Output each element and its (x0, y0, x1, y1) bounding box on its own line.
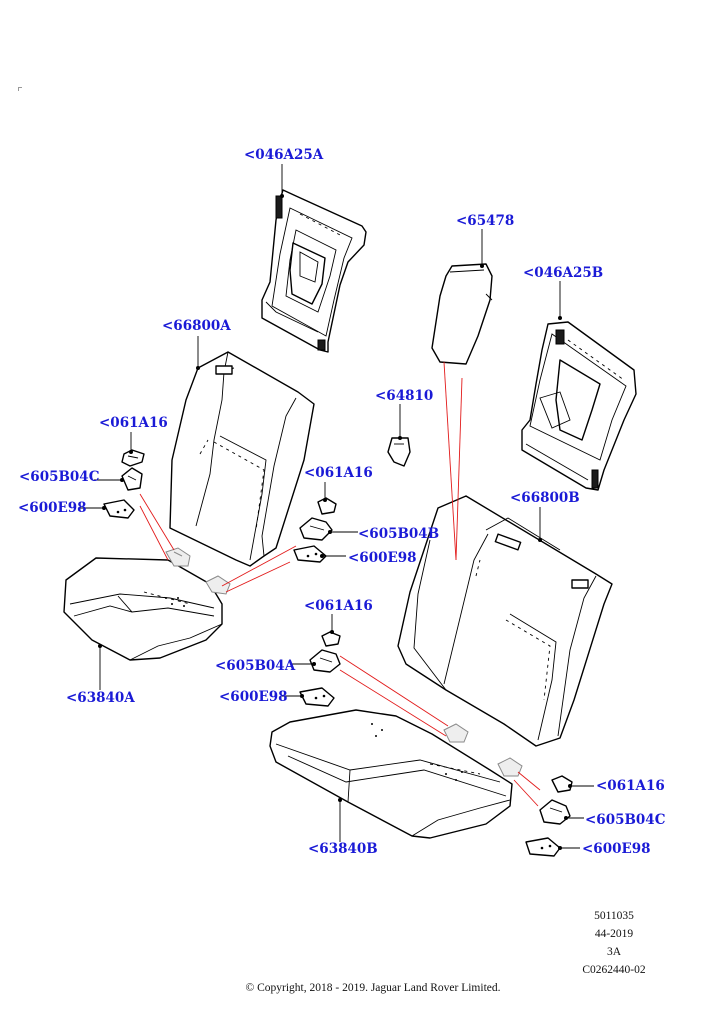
callout-605B04C-left[interactable]: <605B04C (19, 469, 100, 485)
seat-cushion-left[interactable] (63, 557, 223, 661)
callout-061A16-left[interactable]: <061A16 (99, 415, 168, 431)
callout-605B04B[interactable]: <605B04B (358, 526, 440, 542)
backrest-cover-left[interactable] (169, 351, 315, 567)
callout-63840A[interactable]: <63840A (66, 690, 135, 706)
backrest-cover-right[interactable] (397, 495, 613, 747)
phantom-clip-right (497, 757, 523, 777)
phantom-clip-left-1 (165, 547, 191, 567)
callout-061A16-low[interactable]: <061A16 (304, 598, 373, 614)
callout-046A25B[interactable]: <046A25B (523, 265, 604, 281)
phantom-clip-center (443, 723, 469, 743)
footer-code-1: 5011035 (594, 910, 634, 922)
clip-061A16-right[interactable] (551, 775, 573, 793)
backrest-frame-right[interactable] (521, 321, 637, 491)
callout-66800A[interactable]: <66800A (162, 318, 231, 334)
callout-605B04C-right[interactable]: <605B04C (585, 812, 666, 828)
phantom-clip-left-2 (205, 575, 231, 595)
callout-66800B[interactable]: <66800B (510, 490, 580, 506)
bracket-605B04C-left[interactable] (121, 467, 143, 491)
callout-600E98-left[interactable]: <600E98 (18, 500, 87, 516)
callout-63840B[interactable]: <63840B (308, 841, 378, 857)
clip-061A16-low[interactable] (321, 631, 341, 647)
footer-code-2: 44-2019 (594, 928, 634, 940)
backrest-frame-left[interactable] (261, 189, 367, 353)
callout-64810[interactable]: <64810 (375, 388, 434, 404)
callout-600E98-mid[interactable]: <600E98 (348, 550, 417, 566)
plate-600E98-right[interactable] (525, 837, 561, 857)
bracket-605B04B[interactable] (299, 517, 333, 541)
seat-cushion-right[interactable] (269, 709, 513, 839)
copyright-notice: © Copyright, 2018 - 2019. Jaguar Land Ro… (245, 982, 501, 994)
bracket-605B04A[interactable] (309, 649, 341, 673)
callout-061A16-mid[interactable]: <061A16 (304, 465, 373, 481)
clip-061A16-mid[interactable] (317, 497, 337, 515)
callout-600E98-low[interactable]: <600E98 (219, 689, 288, 705)
footer-code-3: 3A (606, 946, 622, 958)
callout-046A25A[interactable]: <046A25A (244, 147, 324, 163)
callout-061A16-right[interactable]: <061A16 (596, 778, 665, 794)
trim-clip-64810[interactable] (387, 437, 411, 467)
plate-600E98-low[interactable] (299, 687, 335, 707)
headrest[interactable] (431, 263, 493, 365)
bracket-605B04C-right[interactable] (539, 799, 571, 825)
plate-600E98-mid[interactable] (293, 545, 327, 563)
callout-600E98-right[interactable]: <600E98 (582, 841, 651, 857)
plate-600E98-left[interactable] (103, 499, 135, 519)
callout-605B04A[interactable]: <605B04A (215, 658, 296, 674)
callout-65478[interactable]: <65478 (456, 213, 515, 229)
footer-code-4: C0262440-02 (582, 964, 646, 976)
clip-061A16-left[interactable] (121, 449, 145, 467)
corner-mark (18, 87, 22, 91)
